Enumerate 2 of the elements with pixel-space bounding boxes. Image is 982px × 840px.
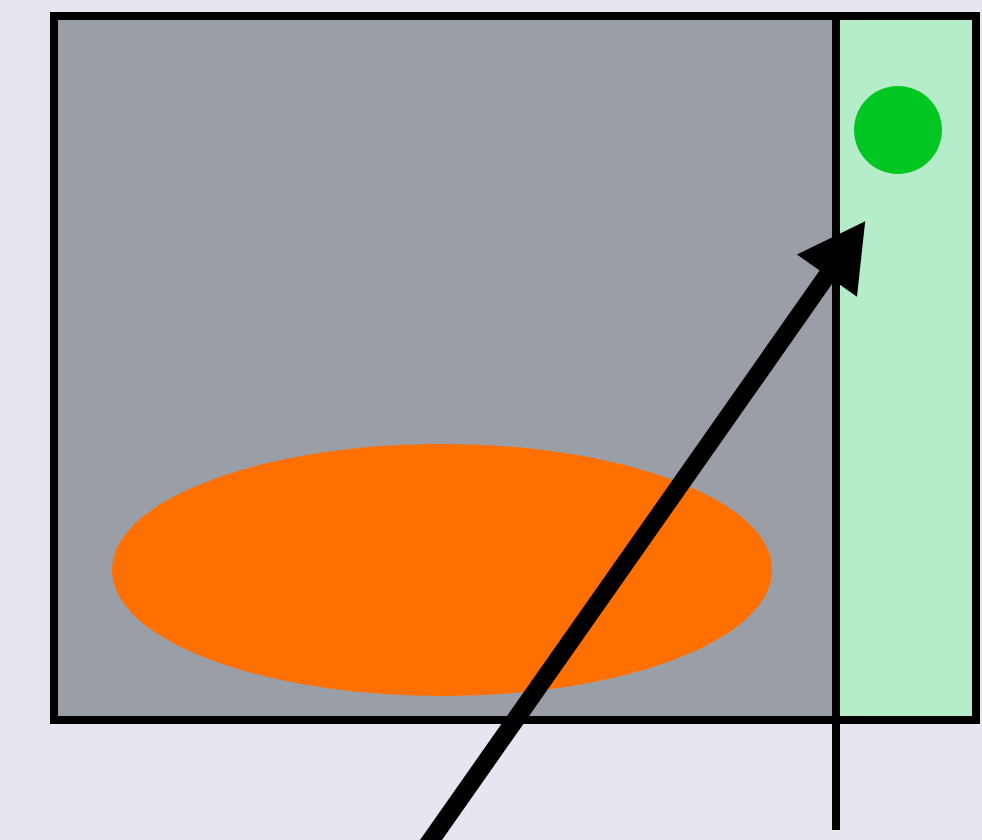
indicator-dot [854, 86, 942, 174]
oval-shape [112, 444, 772, 696]
